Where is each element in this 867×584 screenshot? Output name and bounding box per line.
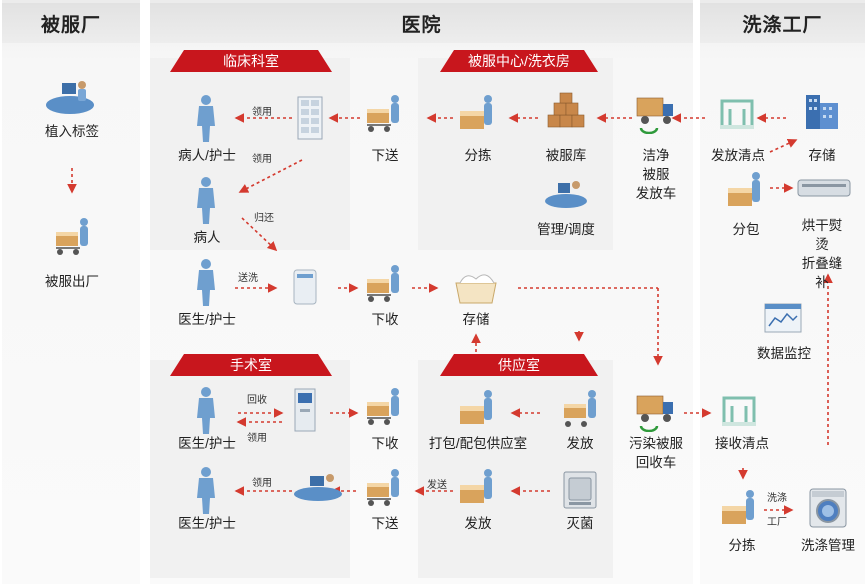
node-patient-nurse: 病人/护士 bbox=[178, 148, 236, 163]
node-dirty-truck: 污染被服 回收车 bbox=[629, 436, 683, 470]
clean-truck-icon bbox=[631, 90, 679, 134]
node-sterilize: 灭菌 bbox=[566, 516, 594, 531]
edge-label-recover: 回收 bbox=[247, 395, 267, 406]
node-patient: 病人 bbox=[193, 230, 221, 245]
section-label-supply: 供应室 bbox=[498, 357, 540, 373]
node-receive-check: 接收清点 bbox=[715, 436, 769, 451]
section-tag-surgery: 手术室 bbox=[170, 354, 332, 376]
edge-label-use-2: 领用 bbox=[252, 154, 272, 165]
edge-label-use-1: 领用 bbox=[252, 107, 272, 118]
node-doctor-nurse-3: 医生/护士 bbox=[178, 516, 236, 531]
washing-machine-icon bbox=[808, 487, 848, 529]
ironing-machine-icon bbox=[796, 176, 852, 200]
cart-worker-icon-2 bbox=[361, 91, 405, 135]
zone-supply bbox=[418, 360, 613, 578]
node-linen-store: 被服库 bbox=[545, 148, 587, 163]
cart-worker-icon-5 bbox=[361, 465, 405, 509]
cart-worker-icon-3 bbox=[361, 261, 405, 305]
node-data-monitor: 数据监控 bbox=[757, 346, 811, 361]
dispatcher-computer-icon bbox=[543, 175, 589, 209]
sorting-worker-icon-2 bbox=[718, 486, 762, 530]
section-tag-supply: 供应室 bbox=[440, 354, 598, 376]
node-mgmt: 管理/调度 bbox=[537, 222, 595, 237]
storage-basket-icon bbox=[452, 269, 500, 305]
section-label-center: 被服中心/洗衣房 bbox=[468, 53, 570, 69]
sterilizer-icon bbox=[562, 470, 598, 510]
node-factory-out: 被服出厂 bbox=[45, 274, 99, 289]
node-packaging: 分包 bbox=[732, 222, 760, 237]
packing-worker-icon bbox=[724, 168, 768, 212]
edge-label-use-3: 领用 bbox=[247, 433, 267, 444]
edge-label-wash-factory: 洗涤 工厂 bbox=[767, 493, 787, 528]
node-pack-supply: 打包/配包供应室 bbox=[428, 436, 528, 451]
edge-label-use-4: 领用 bbox=[252, 478, 272, 489]
computer-worker-icon-2 bbox=[292, 470, 344, 502]
node-doctor-nurse-1: 医生/护士 bbox=[178, 312, 236, 327]
person-icon-5 bbox=[195, 466, 217, 514]
node-dry-iron: 烘干熨烫 折叠缝补 bbox=[801, 218, 843, 290]
column-header-linen-factory: 被服厂 bbox=[2, 3, 140, 43]
edge-label-send-wash: 送洗 bbox=[238, 273, 258, 284]
section-label-surgery: 手术室 bbox=[230, 357, 272, 373]
packing-worker-icon-2 bbox=[456, 386, 500, 430]
node-collect-1: 下收 bbox=[371, 312, 399, 327]
section-label-clinical: 临床科室 bbox=[223, 53, 279, 69]
node-delivery-2: 下送 bbox=[371, 516, 399, 531]
dispatch-gate-icon bbox=[716, 91, 760, 135]
column-bg-laundry bbox=[700, 0, 865, 584]
person-icon-1 bbox=[195, 94, 217, 142]
node-dispense-1: 发放 bbox=[566, 436, 594, 451]
sorting-worker-icon bbox=[456, 91, 500, 135]
node-dispense-2: 发放 bbox=[464, 516, 492, 531]
column-header-hospital: 医院 bbox=[150, 3, 693, 43]
computer-worker-icon bbox=[44, 75, 96, 115]
laundry-bin-icon bbox=[292, 266, 318, 306]
person-icon-2 bbox=[195, 176, 217, 224]
section-tag-center: 被服中心/洗衣房 bbox=[440, 50, 598, 72]
warehouse-building-icon bbox=[800, 89, 844, 133]
edge-label-return: 归还 bbox=[254, 213, 274, 224]
node-delivery-1: 下送 bbox=[371, 148, 399, 163]
column-header-laundry: 洗涤工厂 bbox=[700, 3, 865, 43]
person-icon-3 bbox=[195, 258, 217, 306]
node-wash-mgmt: 洗涤管理 bbox=[801, 538, 855, 553]
locker-cabinet-icon bbox=[297, 96, 323, 140]
node-doctor-nurse-2: 医生/护士 bbox=[178, 436, 236, 451]
dispense-worker-icon bbox=[558, 386, 602, 430]
kiosk-terminal-icon bbox=[292, 387, 318, 433]
node-dispatch-check: 发放清点 bbox=[711, 148, 765, 163]
section-tag-clinical: 临床科室 bbox=[170, 50, 332, 72]
cart-worker-icon-4 bbox=[361, 384, 405, 428]
node-clean-truck: 洁净 被服 发放车 bbox=[635, 148, 677, 201]
node-implant-tag: 植入标签 bbox=[45, 124, 99, 139]
dirty-truck-icon bbox=[631, 388, 679, 432]
node-sorting-2: 分拣 bbox=[728, 538, 756, 553]
cart-worker-icon bbox=[50, 214, 94, 258]
node-storage-wf: 存储 bbox=[808, 148, 836, 163]
edge-label-send: 发送 bbox=[427, 480, 447, 491]
data-monitor-icon bbox=[763, 302, 803, 334]
node-collect-2: 下收 bbox=[371, 436, 399, 451]
receive-gate-icon bbox=[718, 388, 762, 432]
node-sorting-1: 分拣 bbox=[464, 148, 492, 163]
dispense-worker-icon-2 bbox=[456, 465, 500, 509]
person-icon-4 bbox=[195, 386, 217, 434]
node-storage-h: 存储 bbox=[462, 312, 490, 327]
zone-surgery bbox=[150, 360, 350, 578]
linen-boxes-icon bbox=[544, 91, 588, 135]
zone-center bbox=[418, 58, 613, 250]
